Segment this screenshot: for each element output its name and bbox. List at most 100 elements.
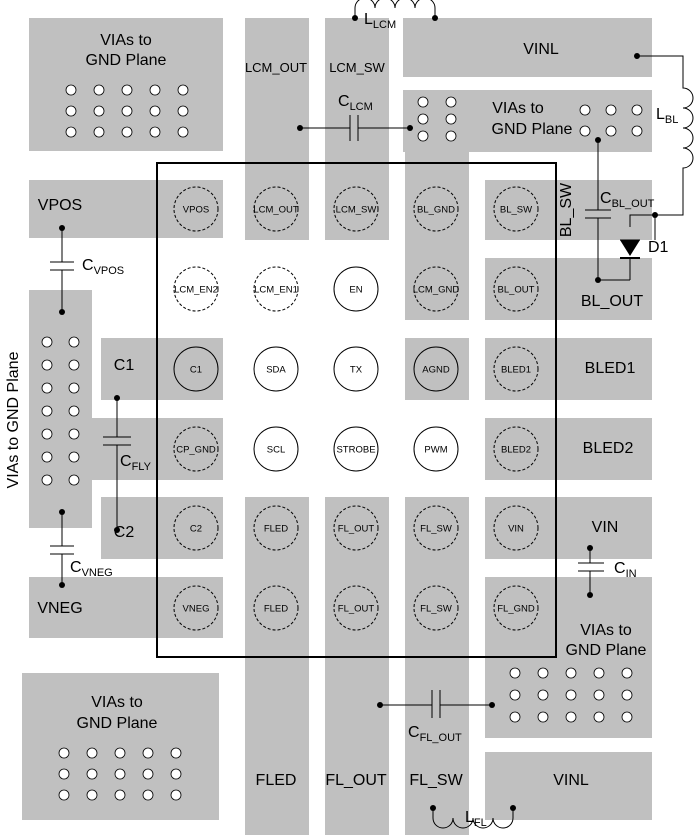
via-hole <box>68 474 80 486</box>
label-vin: VIN <box>592 519 619 536</box>
ball-outline <box>413 346 459 392</box>
via-hole <box>565 689 577 701</box>
ball-outline <box>253 585 299 631</box>
via-hole <box>509 711 521 723</box>
via-hole <box>68 382 80 394</box>
via-hole <box>537 667 549 679</box>
ic-package-outline <box>156 162 557 658</box>
via-hole <box>537 689 549 701</box>
via-hole <box>621 667 633 679</box>
label-vinl-top: VINL <box>523 41 559 58</box>
label-fl-sw: FL_SW <box>409 772 463 789</box>
ball-outline <box>253 426 299 472</box>
ball-outline <box>413 505 459 551</box>
label-c-fl-out: CFL_OUT <box>408 724 462 744</box>
via-hole <box>41 336 53 348</box>
ball-outline <box>493 186 539 232</box>
label-l-lcm: LLCM <box>364 11 396 31</box>
via-hole <box>177 105 189 117</box>
via-hole <box>509 689 521 701</box>
ball-outline <box>333 585 379 631</box>
ball-label: AGND <box>422 365 450 376</box>
via-hole <box>631 104 643 116</box>
ball-outline <box>173 585 219 631</box>
ball-label: TX <box>350 365 363 376</box>
ball-outline <box>253 266 299 312</box>
label-vinl-bottom: VINL <box>553 772 589 789</box>
via-hole <box>579 125 591 137</box>
ball-outline <box>173 426 219 472</box>
via-hole <box>68 428 80 440</box>
ball-label: VPOS <box>183 205 209 216</box>
ball-label: BL_SW <box>500 205 532 216</box>
via-hole <box>605 125 617 137</box>
via-hole <box>68 336 80 348</box>
ball-label: FL_GND <box>497 604 535 615</box>
via-hole <box>65 105 77 117</box>
label-fled: FLED <box>256 772 297 789</box>
ball-outline <box>253 505 299 551</box>
via-hole <box>121 126 133 138</box>
capacitor-c-bl-out <box>585 140 631 281</box>
label-lcm-out: LCM_OUT <box>245 60 307 75</box>
ball-label: SCL <box>267 445 285 456</box>
via-hole <box>445 96 457 108</box>
via-hole <box>114 768 126 780</box>
ball-outline <box>413 186 459 232</box>
ball-outline <box>493 585 539 631</box>
via-hole <box>68 451 80 463</box>
ball-outline <box>333 426 379 472</box>
via-hole <box>565 667 577 679</box>
label-c2: C2 <box>114 524 135 541</box>
via-hole <box>86 789 98 801</box>
ball-outline <box>253 346 299 392</box>
ball-label: LCM_GND <box>413 285 460 296</box>
via-hole <box>593 689 605 701</box>
ball-label: FLED <box>264 604 288 615</box>
capacitor-c-vneg <box>50 512 74 585</box>
ball-label: LCM_EN2 <box>174 285 218 296</box>
label-bl-sw: BL_SW <box>558 182 575 237</box>
via-hole <box>593 711 605 723</box>
via-hole <box>565 711 577 723</box>
label-lcm-sw: LCM_SW <box>329 60 385 75</box>
ball-label: STROBE <box>336 445 375 456</box>
label-vias-left-vertical: VIAs to GND Plane <box>5 351 22 488</box>
ball-label: BL_GND <box>417 205 455 216</box>
label-vias-right-bottom-1: VIAs to <box>580 622 632 639</box>
ball-label: VIN <box>508 524 524 535</box>
ball-outline <box>173 186 219 232</box>
ball-outline <box>493 426 539 472</box>
via-hole <box>509 667 521 679</box>
ball-outline <box>493 346 539 392</box>
via-hole <box>58 747 70 759</box>
via-hole <box>445 113 457 125</box>
via-hole <box>621 689 633 701</box>
via-hole <box>170 747 182 759</box>
via-hole <box>65 126 77 138</box>
via-hole <box>41 428 53 440</box>
ball-outline <box>333 186 379 232</box>
label-bled1: BLED1 <box>585 360 636 377</box>
via-hole <box>142 789 154 801</box>
capacitor-c-fl-out <box>380 690 492 718</box>
ball-outline <box>493 266 539 312</box>
via-hole <box>93 84 105 96</box>
pad-lcm-sw <box>325 18 389 240</box>
label-c-lcm: CLCM <box>338 93 373 113</box>
via-hole <box>170 768 182 780</box>
label-c-fly: CFLY <box>120 453 152 473</box>
label-vias-right-top-2: GND Plane <box>492 121 573 138</box>
ball-outline <box>493 505 539 551</box>
label-c-in: CIN <box>614 560 637 580</box>
via-hole <box>86 768 98 780</box>
pad-bl-sw <box>485 180 652 240</box>
ball-label: FL_OUT <box>338 604 375 615</box>
ball-outline <box>333 346 379 392</box>
via-hole <box>114 747 126 759</box>
ball-outline <box>173 505 219 551</box>
via-hole <box>121 84 133 96</box>
pad-vin <box>485 497 652 559</box>
